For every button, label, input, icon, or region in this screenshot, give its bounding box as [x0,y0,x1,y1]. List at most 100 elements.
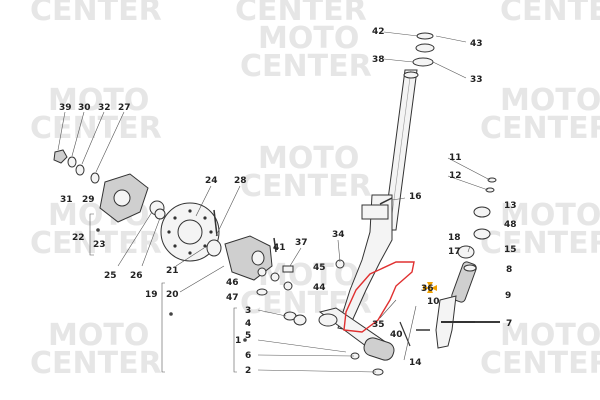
callout-16[interactable]: 16 [409,192,422,202]
callout-8[interactable]: 8 [506,265,512,275]
nut-11 [487,177,497,183]
callout-42[interactable]: 42 [372,27,385,37]
brake-caliper-assembly [224,235,345,326]
callout-43[interactable]: 43 [470,39,483,49]
watermark-center: CENTER [480,226,600,261]
callout-29[interactable]: 29 [82,195,95,205]
callout-24[interactable]: 24 [205,176,218,186]
callout-35[interactable]: 35 [372,320,385,330]
callout-dots [96,228,247,342]
callout-45[interactable]: 45 [313,263,326,273]
callout-13[interactable]: 13 [504,201,517,211]
callout-34[interactable]: 34 [332,230,345,240]
watermark-center: CENTER [240,49,372,84]
callout-25[interactable]: 25 [104,271,117,281]
callout-28[interactable]: 28 [234,176,247,186]
bearing-ring-42 [416,32,434,40]
fork-clamp [361,204,389,220]
seal-44 [283,281,293,291]
callout-44[interactable]: 44 [313,283,326,293]
shock-body [451,261,477,303]
hub-spacer [154,208,166,220]
watermark-moto: MOTO [500,83,600,118]
shock-absorber [379,177,500,349]
watermark-center: CENTER [30,111,162,146]
watermark-moto: MOTO [48,318,149,353]
callout-26[interactable]: 26 [130,271,143,281]
tube-top [403,71,419,79]
callout-7[interactable]: 7 [506,319,512,329]
callout-23[interactable]: 23 [93,240,106,250]
highlighted-outline [343,261,415,333]
callout-36[interactable]: 36 [421,284,434,294]
callout-3[interactable]: 3 [245,306,251,316]
callout-1[interactable]: 1 [235,336,241,346]
callout-12[interactable]: 12 [449,171,462,181]
bushing-4 [293,314,307,326]
callout-5[interactable]: 5 [245,331,251,341]
watermark-center: CENTER [30,346,162,381]
mount-13 [473,206,491,218]
callout-40[interactable]: 40 [390,330,403,340]
callout-18[interactable]: 18 [448,233,461,243]
callout-22[interactable]: 22 [72,233,85,243]
washer-31 [67,156,77,168]
callout-9[interactable]: 9 [505,291,511,301]
highlighted-part-36 [343,261,437,333]
callout-41[interactable]: 41 [273,243,286,253]
callout-37[interactable]: 37 [295,238,308,248]
callout-33[interactable]: 33 [470,75,483,85]
watermark-center: CENTER [500,0,600,28]
axle-bushing [363,337,395,361]
seal-46 [257,267,267,277]
sleeve-end [318,313,338,327]
bleed-screw-41 [273,237,277,253]
callout-20[interactable]: 20 [166,290,179,300]
callout-10[interactable]: 10 [427,297,440,307]
leader-lines [57,31,500,373]
watermark-moto: MOTO [258,141,359,176]
callout-39[interactable]: 39 [59,103,72,113]
disc-center [177,219,203,245]
watermark-moto: MOTO [258,21,359,56]
caliper-piston [251,250,265,266]
callout-46[interactable]: 46 [226,278,239,288]
watermark-center: CENTER [480,111,600,146]
highlight-marker-bottom [427,287,433,293]
watermark-moto: MOTO [500,318,600,353]
seal-21 [206,239,222,257]
callout-14[interactable]: 14 [409,358,422,368]
callout-30[interactable]: 30 [78,103,91,113]
callout-38[interactable]: 38 [372,55,385,65]
watermark-center: CENTER [240,169,372,204]
hub-bore [113,189,131,207]
highlight-marker-left [423,285,429,291]
highlight-marker-top [427,282,433,288]
callout-19[interactable]: 19 [145,290,158,300]
callout-47[interactable]: 47 [226,293,239,303]
callout-6[interactable]: 6 [245,351,251,361]
seal [270,272,280,282]
callout-31[interactable]: 31 [60,195,73,205]
ring-8 [463,264,477,272]
watermark-center: CENTER [480,346,600,381]
pin-45 [282,265,294,273]
screw-28 [213,209,218,237]
callout-21[interactable]: 21 [166,266,179,276]
bearing-ring [415,43,435,53]
watermark-moto: MOTO [500,198,600,233]
callout-27[interactable]: 27 [118,103,131,113]
callout-32[interactable]: 32 [98,103,111,113]
callout-15[interactable]: 15 [504,245,517,255]
wheel-hub-assembly [53,149,222,262]
callout-17[interactable]: 17 [448,247,461,257]
callout-48[interactable]: 48 [504,220,517,230]
callout-11[interactable]: 11 [449,153,462,163]
callout-4[interactable]: 4 [245,319,251,329]
nut-39 [53,149,68,164]
washer [75,164,85,176]
callout-2[interactable]: 2 [245,366,251,376]
highlight-marker-right [431,285,437,291]
